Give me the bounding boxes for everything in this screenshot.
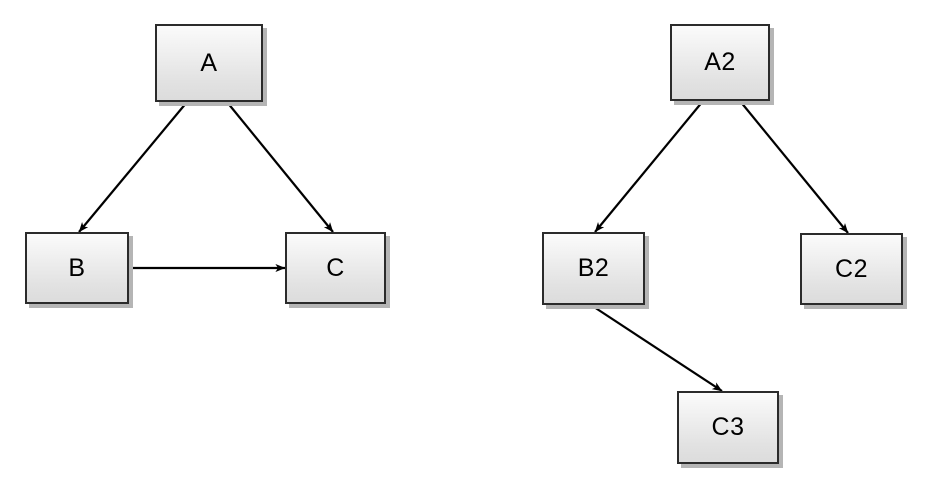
node-b2[interactable]: B2	[542, 232, 645, 305]
node-a2[interactable]: A2	[670, 24, 770, 101]
edges-group	[78, 100, 849, 392]
node-c2[interactable]: C2	[800, 233, 903, 305]
node-a-label: A	[200, 48, 218, 77]
node-c3-label: C3	[711, 413, 745, 441]
node-b2-label: B2	[577, 254, 610, 282]
edge-b2-to-c3	[590, 304, 723, 392]
node-a[interactable]: A	[155, 24, 263, 102]
node-c2-label: C2	[835, 254, 868, 283]
edge-a-to-c	[226, 101, 334, 233]
node-b[interactable]: B	[25, 232, 129, 304]
edge-a2-to-c2	[739, 100, 849, 234]
edge-a2-to-b2	[594, 100, 704, 233]
node-a2-label: A2	[704, 48, 736, 76]
node-c-label: C	[326, 253, 345, 282]
node-b-label: B	[68, 253, 86, 282]
edge-a-to-b	[78, 101, 188, 233]
node-c[interactable]: C	[285, 232, 386, 304]
node-c3[interactable]: C3	[677, 391, 779, 464]
